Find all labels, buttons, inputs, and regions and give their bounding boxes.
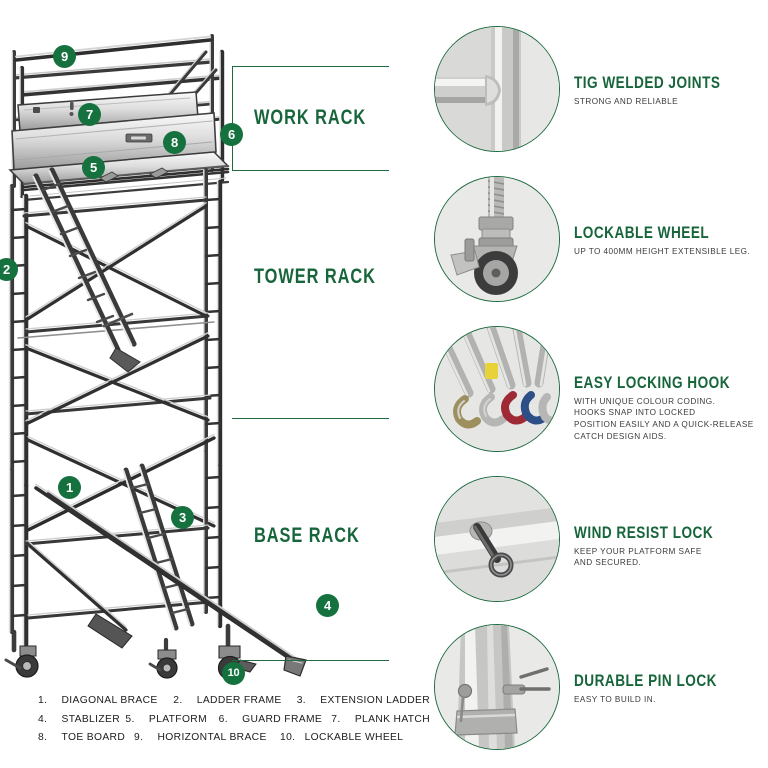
feature-title: EASY LOCKING HOOK	[574, 373, 731, 392]
feature-text: WIND RESIST LOCK KEEP YOUR PLATFORM SAFE…	[574, 476, 748, 569]
feature-title: DURABLE PIN LOCK	[574, 671, 717, 690]
callout-badge-8[interactable]: 8	[163, 131, 186, 154]
legend-number: 4.	[38, 713, 48, 725]
callout-badge-1[interactable]: 1	[58, 476, 81, 499]
feature-body: EASY TO BUILD IN.	[574, 694, 656, 704]
legend-label: LADDER FRAME	[196, 695, 282, 706]
feature-body: WITH UNIQUE COLOUR CODING. HOOKS SNAP IN…	[574, 396, 754, 441]
legend-number: 5.	[125, 713, 135, 725]
welded-tube-joint-icon	[434, 26, 560, 152]
legend-label: LOCKABLE WHEEL	[304, 732, 404, 743]
legend-item: 3. EXTENSION LADDER	[297, 692, 430, 711]
section-label-tower-rack: TOWER RACK	[254, 265, 376, 288]
legend-number: 1.	[38, 695, 48, 706]
callout-badge-7[interactable]: 7	[78, 103, 101, 126]
feature-text: LOCKABLE WHEEL UP TO 400MM HEIGHT EXTENS…	[574, 176, 750, 257]
legend-item: 4. STABLIZER	[38, 711, 125, 730]
callout-badge-9[interactable]: 9	[53, 45, 76, 68]
feature-lockable-wheel[interactable]: LOCKABLE WHEEL UP TO 400MM HEIGHT EXTENS…	[430, 176, 768, 302]
feature-durable-pin-lock[interactable]: DURABLE PIN LOCK EASY TO BUILD IN.	[430, 624, 768, 750]
parts-legend: 1. DIAGONAL BRACE 2. LADDER FRAME 3. EXT…	[38, 692, 430, 748]
legend-number: 7.	[331, 713, 341, 725]
legend-item: 9. HORIZONTAL BRACE	[134, 729, 280, 748]
legend-number: 2.	[173, 695, 183, 706]
feature-easy-locking-hook[interactable]: EASY LOCKING HOOK WITH UNIQUE COLOUR COD…	[430, 326, 768, 452]
feature-wind-resist-lock[interactable]: WIND RESIST LOCK KEEP YOUR PLATFORM SAFE…	[430, 476, 768, 602]
feature-body: KEEP YOUR PLATFORM SAFE AND SECURED.	[574, 546, 702, 568]
legend-row: 4. STABLIZER 5. PLATFORM 6. GUARD FRAME …	[38, 711, 430, 730]
scaffold-tower-illustration	[4, 34, 307, 681]
colour-coded-hooks-icon	[434, 326, 560, 452]
feature-tig-welded-joints[interactable]: TIG WELDED JOINTS STRONG AND RELIABLE	[430, 26, 768, 152]
callout-badge-5[interactable]: 5	[82, 156, 105, 179]
legend-row: 8. TOE BOARD 9. HORIZONTAL BRACE 10. LOC…	[38, 729, 430, 748]
caster-wheel-icon	[434, 176, 560, 302]
feature-text: TIG WELDED JOINTS STRONG AND RELIABLE	[574, 26, 757, 107]
feature-text: EASY LOCKING HOOK WITH UNIQUE COLOUR COD…	[574, 326, 768, 442]
legend-number: 10.	[280, 732, 296, 743]
legend-label: EXTENSION LADDER	[320, 695, 430, 706]
section-label-base-rack: BASE RACK	[254, 524, 360, 547]
feature-title: LOCKABLE WHEEL	[574, 223, 710, 242]
legend-number: 8.	[38, 732, 48, 743]
section-label-work-rack: WORK RACK	[254, 106, 367, 129]
work-rack-rule-bottom	[232, 170, 389, 171]
base-rack-rule-top	[232, 418, 389, 419]
legend-label: DIAGONAL BRACE	[61, 695, 158, 706]
legend-label: PLATFORM	[148, 713, 208, 725]
pin-lock-tube-icon	[434, 624, 560, 750]
feature-text: DURABLE PIN LOCK EASY TO BUILD IN.	[574, 624, 753, 705]
callout-badge-3[interactable]: 3	[171, 506, 194, 529]
work-rack-vertical-rule	[232, 66, 233, 171]
feature-body: STRONG AND RELIABLE	[574, 96, 679, 106]
callout-badge-6[interactable]: 6	[220, 123, 243, 146]
base-rack-rule-bottom	[232, 660, 389, 661]
legend-item: 2. LADDER FRAME	[173, 692, 296, 711]
feature-title: TIG WELDED JOINTS	[574, 73, 721, 92]
legend-number: 6.	[218, 713, 228, 725]
features-panel: TIG WELDED JOINTS STRONG AND RELIABLE	[430, 0, 768, 768]
callout-badge-2[interactable]: 2	[0, 258, 18, 281]
scaffold-diagram-panel: WORK RACK TOWER RACK BASE RACK 9 7 8 6 5…	[0, 34, 430, 748]
legend-item: 1. DIAGONAL BRACE	[38, 692, 173, 711]
legend-number: 3.	[296, 695, 307, 706]
feature-title: WIND RESIST LOCK	[574, 523, 714, 542]
legend-label: HORIZONTAL BRACE	[157, 732, 267, 743]
legend-label: TOE BOARD	[61, 732, 126, 743]
legend-item: 6. GUARD FRAME	[219, 711, 332, 730]
legend-number: 9.	[134, 732, 144, 743]
feature-body: UP TO 400MM HEIGHT EXTENSIBLE LEG.	[574, 246, 751, 256]
legend-row: 1. DIAGONAL BRACE 2. LADDER FRAME 3. EXT…	[38, 692, 430, 711]
legend-label: PLANK HATCH	[354, 713, 430, 725]
wind-lock-latch-icon	[434, 476, 560, 602]
legend-item: 5. PLATFORM	[125, 711, 218, 730]
callout-badge-4[interactable]: 4	[316, 594, 339, 617]
legend-label: GUARD FRAME	[242, 713, 323, 725]
legend-item: 8. TOE BOARD	[38, 729, 134, 748]
legend-item: 7. PLANK HATCH	[331, 711, 430, 730]
callout-badge-10[interactable]: 10	[222, 662, 245, 685]
legend-label: STABLIZER	[61, 713, 120, 725]
legend-item: 10. LOCKABLE WHEEL	[280, 729, 403, 748]
work-rack-rule-top	[232, 66, 389, 67]
